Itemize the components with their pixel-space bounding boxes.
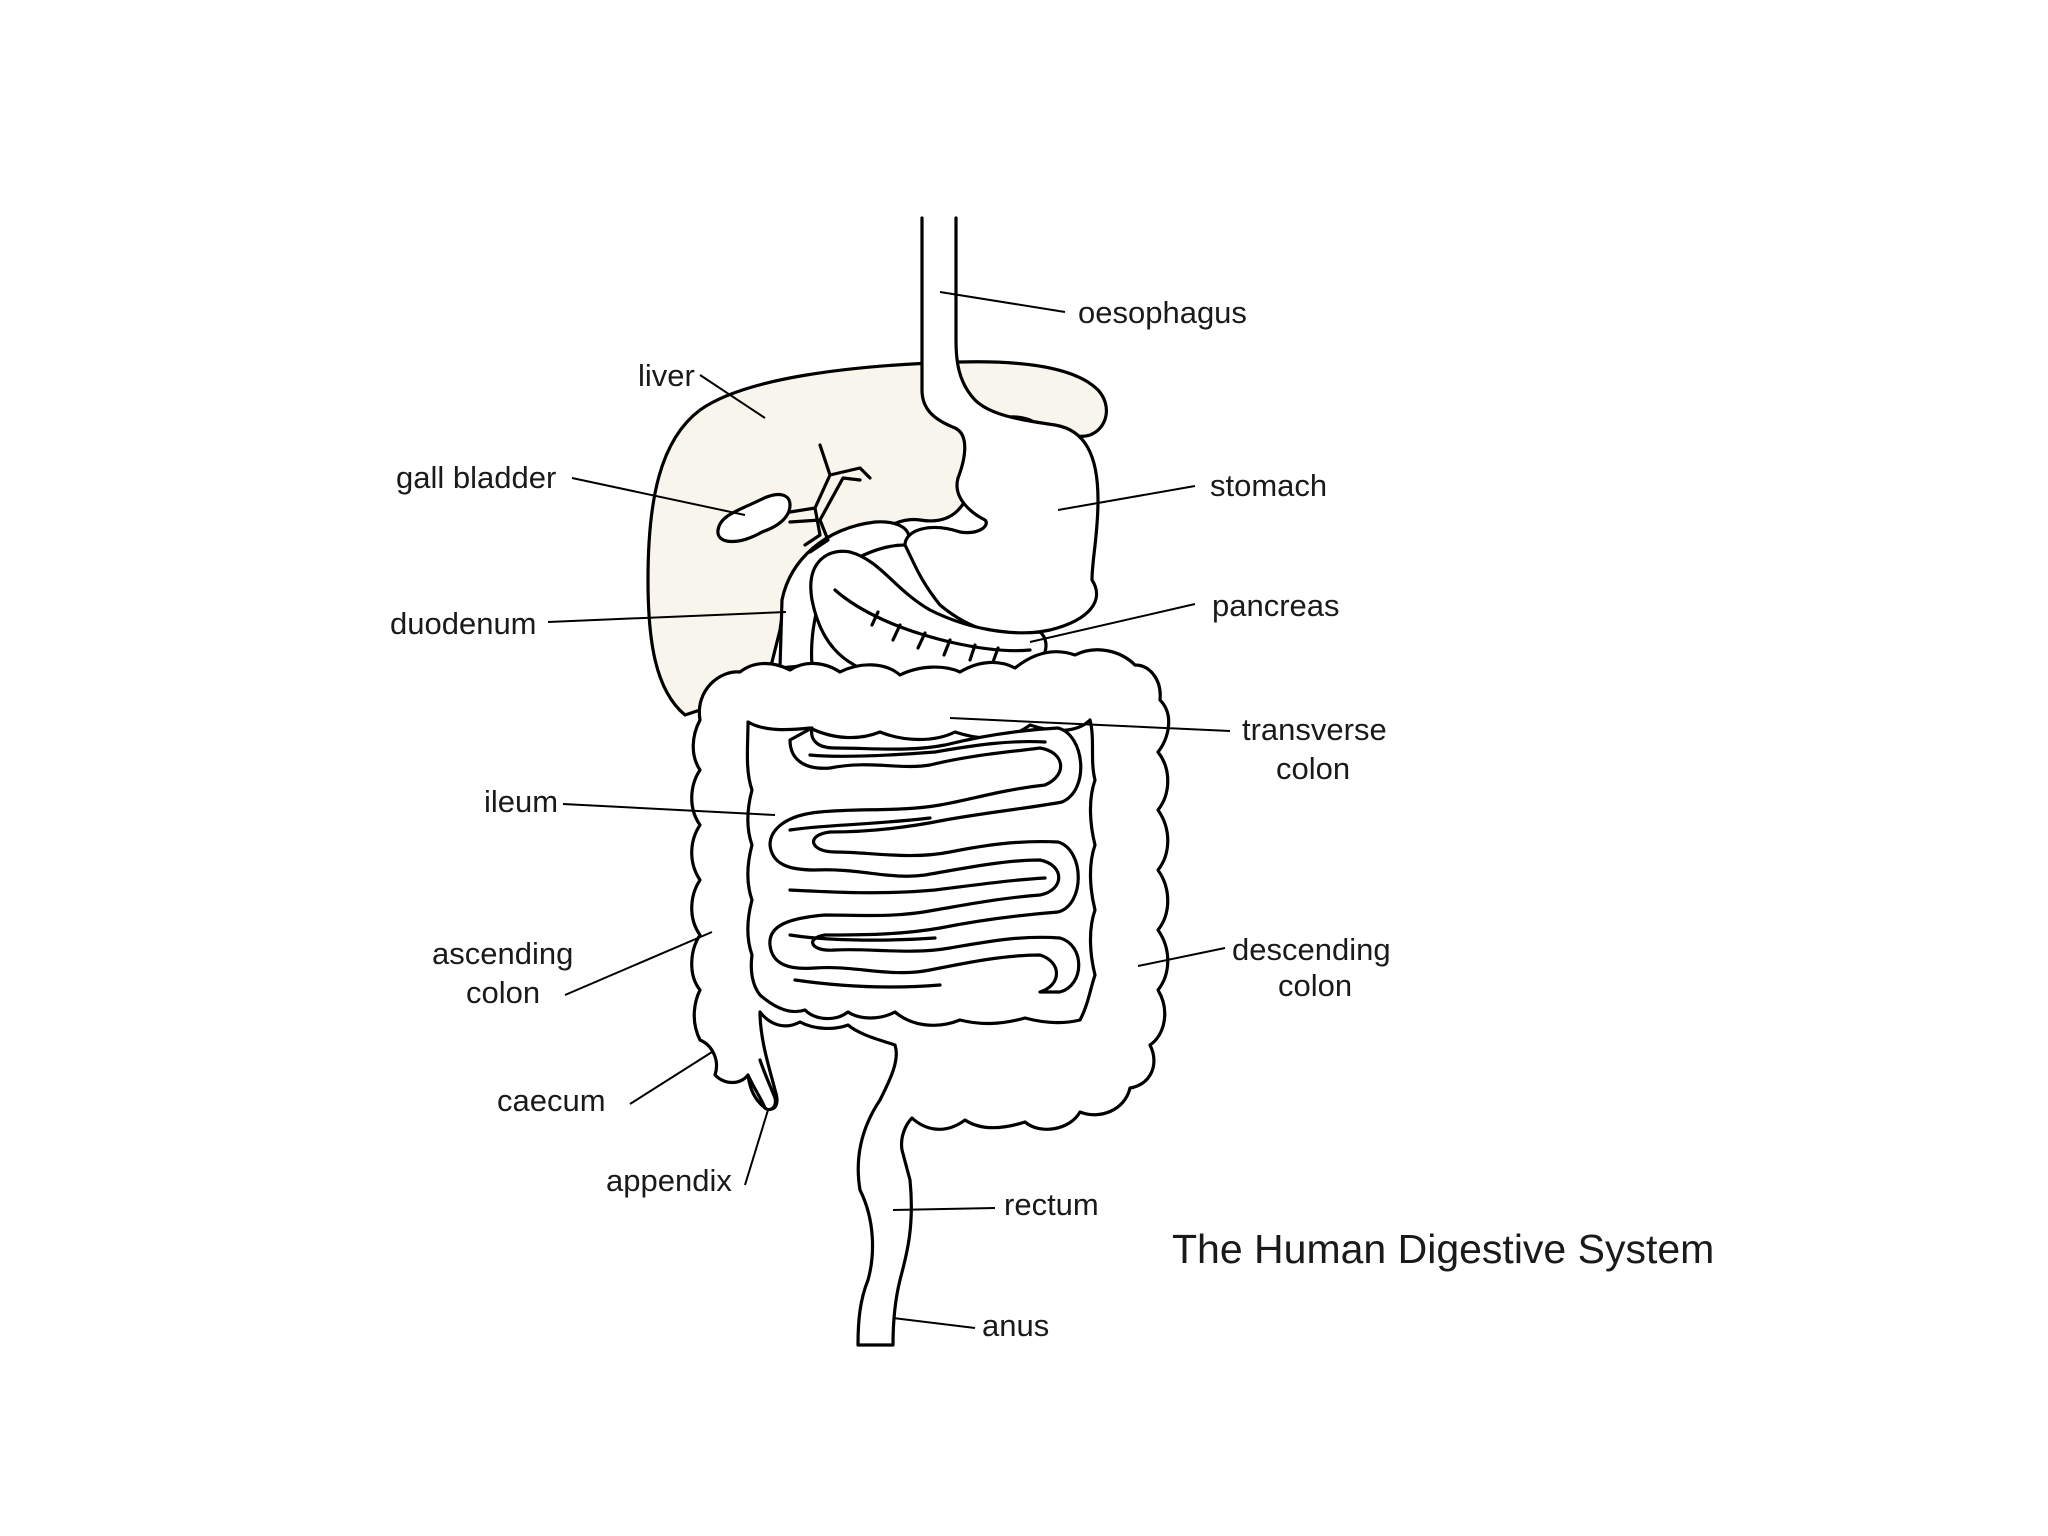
leader-appendix bbox=[744, 1109, 769, 1186]
label-gall-bladder: gall bladder bbox=[396, 460, 556, 495]
label-appendix: appendix bbox=[606, 1163, 732, 1198]
ileum-inner-line bbox=[788, 739, 1047, 989]
label-transverse-colon-line2: colon bbox=[1276, 751, 1350, 786]
label-oesophagus: oesophagus bbox=[1078, 295, 1247, 330]
leader-caecum bbox=[629, 1051, 713, 1105]
label-ascending-colon-line2: colon bbox=[466, 975, 540, 1010]
labels: oesophagus liver gall bladder stomach du… bbox=[390, 295, 1391, 1343]
leader-duodenum bbox=[547, 611, 787, 623]
label-liver: liver bbox=[638, 358, 695, 393]
leader-lines bbox=[547, 291, 1231, 1329]
label-duodenum: duodenum bbox=[390, 606, 537, 641]
label-pancreas: pancreas bbox=[1212, 588, 1340, 623]
label-ileum: ileum bbox=[484, 784, 558, 819]
label-descending-colon-line2: colon bbox=[1278, 968, 1352, 1003]
label-ascending-colon-line1: ascending bbox=[432, 936, 573, 971]
leader-transverse-colon bbox=[949, 717, 1231, 732]
ileum-shape bbox=[768, 726, 1083, 994]
bile-duct-inner bbox=[788, 476, 862, 554]
label-transverse-colon-line1: transverse bbox=[1242, 712, 1387, 747]
bile-duct bbox=[788, 443, 872, 547]
leader-rectum bbox=[892, 1207, 996, 1211]
leader-descending-colon bbox=[1137, 947, 1226, 967]
leader-anus bbox=[892, 1317, 976, 1329]
leader-ileum bbox=[562, 803, 776, 816]
leader-pancreas bbox=[1029, 603, 1196, 643]
leader-oesophagus bbox=[939, 291, 1066, 313]
gall-bladder-shape bbox=[716, 492, 792, 544]
leader-ascending-colon bbox=[564, 931, 713, 996]
label-caecum: caecum bbox=[497, 1083, 606, 1118]
pancreatic-duct-branches bbox=[870, 610, 1000, 664]
label-anus: anus bbox=[982, 1308, 1049, 1343]
label-rectum: rectum bbox=[1004, 1187, 1099, 1222]
leader-stomach bbox=[1057, 485, 1196, 511]
label-descending-colon-line1: descending bbox=[1232, 932, 1391, 967]
label-stomach: stomach bbox=[1210, 468, 1327, 503]
leader-gall-bladder bbox=[571, 477, 746, 516]
leader-liver bbox=[699, 374, 766, 419]
diagram-title: The Human Digestive System bbox=[1172, 1226, 1714, 1272]
appendix-shape bbox=[746, 1058, 777, 1112]
